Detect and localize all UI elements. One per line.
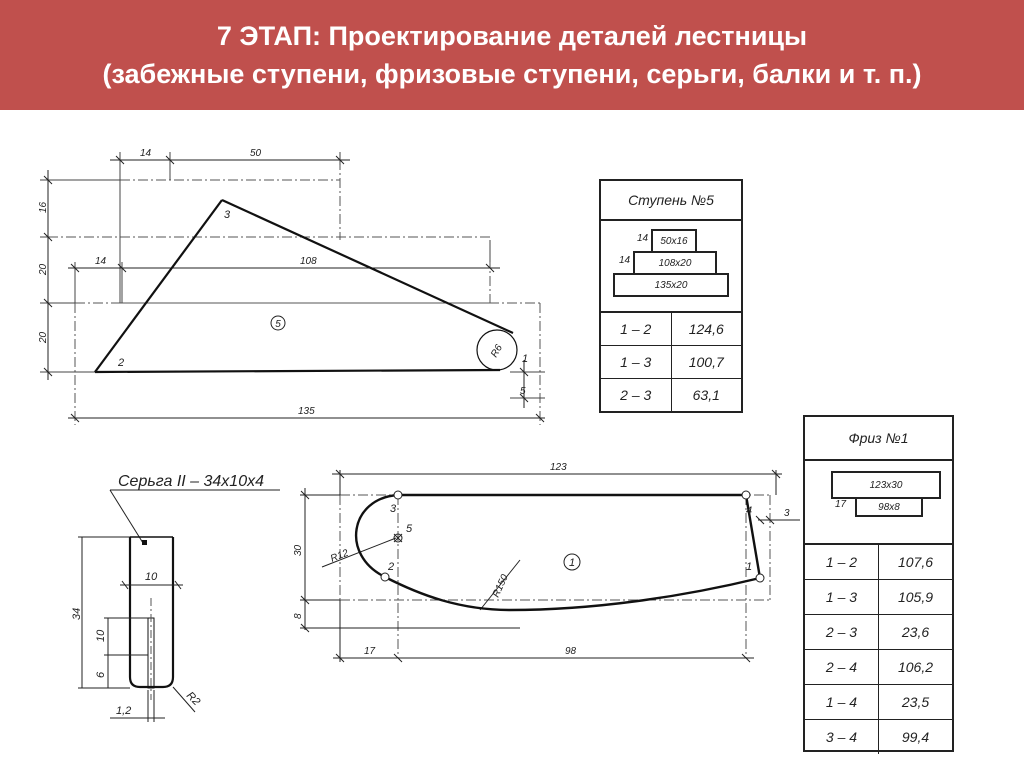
dim-108: 108 bbox=[300, 256, 317, 267]
frieze-vertex-4: 4 bbox=[746, 505, 752, 517]
earring-dim-r2: R2 bbox=[184, 690, 202, 708]
earring-dim-12: 1,2 bbox=[116, 705, 131, 717]
dim-14-top: 14 bbox=[140, 148, 152, 159]
dim-50: 50 bbox=[250, 148, 262, 159]
step-contour bbox=[94, 198, 514, 374]
row-pair: 1 – 3 bbox=[601, 346, 672, 378]
table-row: 1 – 2 107,6 bbox=[805, 545, 952, 580]
earring-dim-6: 6 bbox=[95, 671, 107, 678]
dim-20-b: 20 bbox=[38, 331, 49, 344]
dimension-lines bbox=[43, 155, 545, 423]
row-pair: 1 – 3 bbox=[805, 580, 879, 614]
row-pair: 3 – 4 bbox=[805, 720, 879, 754]
step-box-108x20: 108х20 bbox=[633, 251, 717, 275]
step-box-50x16: 50х16 bbox=[651, 229, 697, 253]
row-value: 23,6 bbox=[901, 624, 930, 640]
frieze-table-rows: 1 – 2 107,6 1 – 3 105,9 2 – 3 23,6 2 – 4… bbox=[805, 545, 952, 754]
row-value: 99,4 bbox=[901, 729, 930, 745]
frieze-vertex-3: 3 bbox=[390, 503, 397, 515]
vertex-1: 1 bbox=[522, 353, 528, 365]
frieze-box-label-17: 17 bbox=[835, 499, 847, 510]
frieze-construction bbox=[339, 494, 771, 658]
dim-135: 135 bbox=[298, 406, 315, 417]
table-row: 1 – 2 124,6 bbox=[601, 313, 741, 346]
step-part-number: 5 bbox=[275, 319, 281, 330]
vertex-3: 3 bbox=[224, 209, 231, 221]
step-drawing: 5 3 2 1 14 50 14 108 135 5 16 20 20 R6 bbox=[38, 148, 545, 425]
dim-16: 16 bbox=[38, 201, 49, 213]
row-pair: 1 – 2 bbox=[601, 313, 672, 345]
table-row: 1 – 3 105,9 bbox=[805, 580, 952, 615]
frieze-drawing: 1 4 3 2 1 5 123 3 30 8 17 98 R12 R150 bbox=[293, 462, 800, 663]
slide-title: 7 ЭТАП: Проектирование деталей лестницы bbox=[216, 21, 808, 51]
slide-header: 7 ЭТАП: Проектирование деталей лестницы … bbox=[0, 0, 1024, 110]
earring-drawing: Серьга II – 34х10х4 10 34 10 6 1,2 R2 bbox=[71, 473, 280, 722]
step-box-135x20: 135х20 bbox=[613, 273, 729, 297]
frieze-vertex-5: 5 bbox=[406, 523, 413, 535]
row-pair: 2 – 3 bbox=[805, 615, 879, 649]
row-pair: 2 – 3 bbox=[601, 379, 672, 411]
radius-circle bbox=[476, 329, 518, 371]
dim-5: 5 bbox=[520, 386, 526, 397]
dim-14-mid: 14 bbox=[95, 256, 107, 267]
row-value: 107,6 bbox=[897, 554, 934, 570]
earring-dim-10-v: 10 bbox=[95, 629, 107, 642]
row-pair: 2 – 4 bbox=[805, 650, 879, 684]
step-table: Ступень №5 50х16 108х20 135х20 14 14 1 –… bbox=[599, 179, 743, 413]
vertex-2: 2 bbox=[117, 357, 124, 369]
frieze-dimension-lines bbox=[300, 469, 800, 663]
frieze-box-98x8: 98х8 bbox=[855, 497, 923, 517]
part-number-circle bbox=[270, 315, 286, 331]
dim-20-a: 20 bbox=[38, 263, 49, 276]
frieze-contour bbox=[354, 493, 762, 612]
step-table-rows: 1 – 2 124,6 1 – 3 100,7 2 – 3 63,1 bbox=[601, 313, 741, 411]
frieze-box-123x30: 123х30 bbox=[831, 471, 941, 499]
frieze-dim-30: 30 bbox=[293, 544, 304, 556]
frieze-dim-98: 98 bbox=[565, 646, 577, 657]
row-value: 105,9 bbox=[897, 589, 934, 605]
construction-lines bbox=[48, 160, 541, 425]
step-box-label-14a: 14 bbox=[637, 233, 649, 244]
extension-lines bbox=[40, 152, 545, 399]
frieze-table-sketch: 123х30 98х8 17 bbox=[805, 461, 952, 545]
frieze-table-title: Фриз №1 bbox=[805, 417, 952, 461]
frieze-dim-8: 8 bbox=[293, 613, 304, 619]
frieze-dim-r150: R150 bbox=[491, 573, 511, 600]
table-row: 3 – 4 99,4 bbox=[805, 720, 952, 754]
step-table-title: Ступень №5 bbox=[601, 181, 741, 221]
table-row: 2 – 4 106,2 bbox=[805, 650, 952, 685]
step-table-sketch: 50х16 108х20 135х20 14 14 bbox=[601, 221, 741, 313]
frieze-dim-3: 3 bbox=[784, 508, 790, 519]
frieze-dim-123: 123 bbox=[550, 462, 567, 473]
row-value: 63,1 bbox=[692, 387, 720, 403]
dim-r6: R6 bbox=[489, 343, 505, 360]
step-box-label-14b: 14 bbox=[619, 255, 631, 266]
earring-dim-34: 34 bbox=[71, 608, 83, 620]
table-row: 2 – 3 63,1 bbox=[601, 379, 741, 411]
frieze-vertex-1: 1 bbox=[746, 561, 752, 573]
slide-subtitle: (забежные ступени, фризовые ступени, сер… bbox=[102, 59, 922, 89]
row-value: 124,6 bbox=[688, 321, 724, 337]
frieze-number-circle bbox=[563, 553, 581, 571]
earring-contour bbox=[128, 537, 175, 689]
row-value: 23,5 bbox=[901, 694, 930, 710]
row-value: 100,7 bbox=[688, 354, 724, 370]
row-pair: 1 – 4 bbox=[805, 685, 879, 719]
frieze-vertex-2: 2 bbox=[387, 561, 394, 573]
table-row: 1 – 3 100,7 bbox=[601, 346, 741, 379]
table-row: 2 – 3 23,6 bbox=[805, 615, 952, 650]
row-pair: 1 – 2 bbox=[805, 545, 879, 579]
frieze-part-number: 1 bbox=[569, 557, 575, 569]
frieze-table: Фриз №1 123х30 98х8 17 1 – 2 107,6 1 – 3… bbox=[803, 415, 954, 754]
earring-dim-10: 10 bbox=[145, 571, 158, 583]
row-value: 106,2 bbox=[897, 659, 934, 675]
frieze-dim-17: 17 bbox=[364, 646, 376, 657]
table-row: 1 – 4 23,5 bbox=[805, 685, 952, 720]
earring-title: Серьга II – 34х10х4 bbox=[118, 473, 264, 490]
